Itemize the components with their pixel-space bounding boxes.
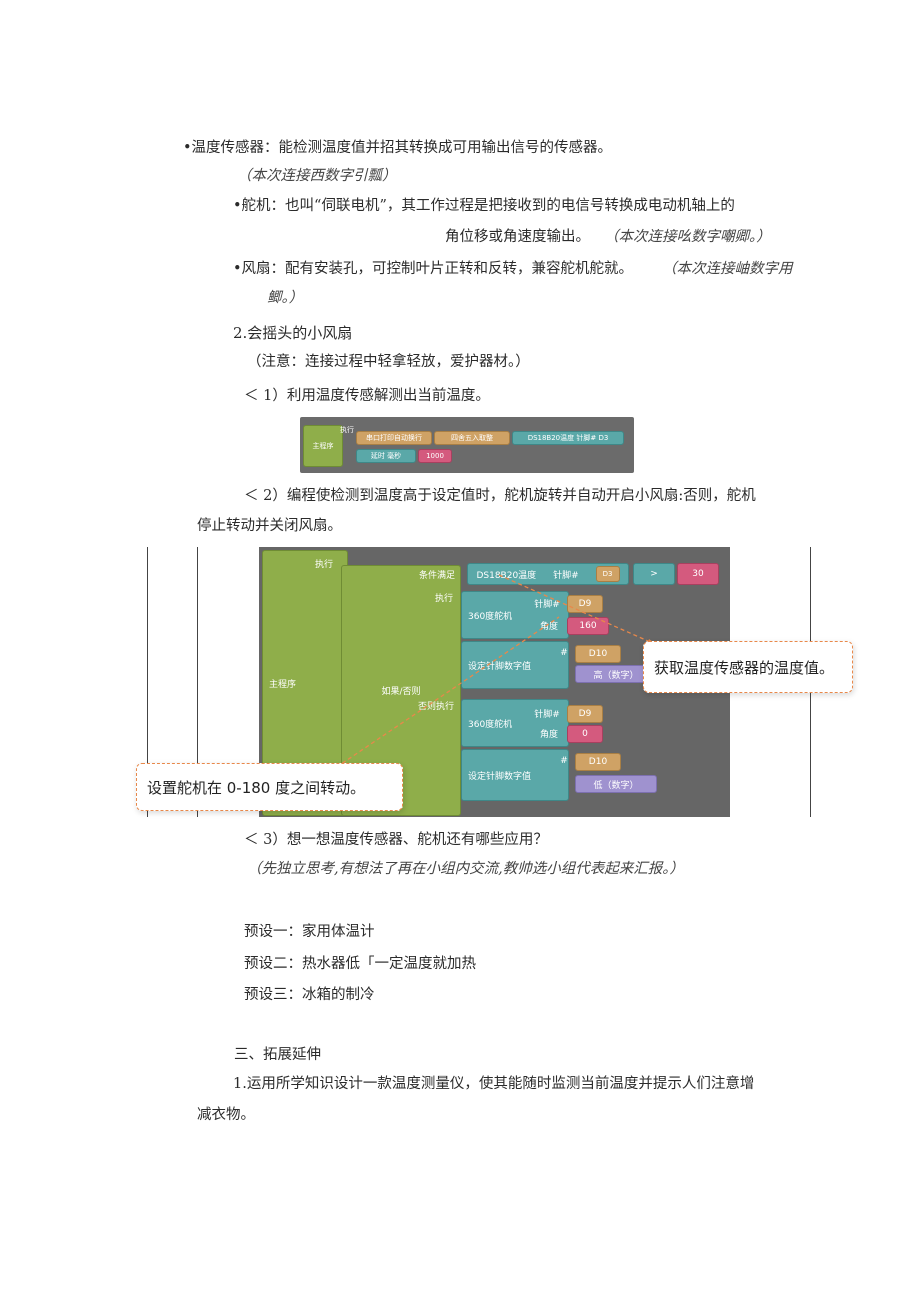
note-fan-cont: 鲫。） [267,290,304,306]
exec-label: 执行 [340,426,354,434]
arrow-line-left [318,616,560,780]
sensor-label: DS18B20温度 [476,570,537,581]
round-block: 四舍五入取整 [434,431,510,445]
arrow-line-right [498,574,658,646]
section-extension: 三、拓展延伸 [234,1047,321,1063]
preset-1: 预设一：家用体温计 [244,924,375,940]
servo1-block: 360度舵机 [461,591,569,639]
operator-block: > [633,563,675,585]
heading-swing-fan: 2.会摇头的小风扇 [233,324,353,342]
setpin2-pin: D10 [575,753,621,771]
extension-task-cont: 减衣物。 [197,1107,255,1123]
setpin1-label: 设定针脚数字值 [468,661,532,672]
preset-2: 预设二：热水器低「一定温度就加热 [244,956,476,972]
setpin1-hash: # [560,648,568,658]
setpin1-pin: D10 [575,645,621,663]
servo2-pin: D9 [567,705,603,723]
exec-label: 执行 [314,559,333,570]
callout-sensor-value: 获取温度传感器的温度值。 [643,641,853,693]
extension-task: 1.运用所学知识设计一款温度测量仪，使其能随时监测当前温度并提示人们注意增 [233,1076,755,1092]
preset-3: 预设三：冰箱的制冷 [244,987,375,1003]
callout-servo-text: 设置舵机在 0-180 度之间转动。 [147,778,366,797]
note-servo: （本次连接吆数字嘲卿。） [604,229,771,245]
condition-label: 条件满足 [418,570,455,581]
callout-servo-range: 设置舵机在 0-180 度之间转动。 [136,763,403,811]
note-temp-sensor: （本次连接西数字引瓢） [237,168,397,184]
delay-block: 延时 毫秒 [356,449,416,463]
callout-sensor-text: 获取温度传感器的温度值。 [654,658,835,677]
servo2-label: 360度舵机 [468,719,513,730]
step-2-cont: 停止转动并关闭风扇。 [197,518,342,534]
note-caution: （注意：连接过程中轻拿轻放，爱护器材。） [247,354,530,370]
text-fan: •风扇：配有安装孔，可控制叶片正转和反转，兼容舵机舵就。 [233,261,634,277]
note-fan: （本次连接岫数字用 [662,261,793,277]
servo2-block: 360度舵机 [461,699,569,747]
servo2-angle-label: 角度 [539,729,558,740]
left-border-line-2 [197,547,198,817]
sensor-block: DS18B20温度 针脚# D3 [467,563,629,585]
main-program-block: 主程序 [303,425,343,467]
servo1-pin-label: 针脚# [534,599,560,610]
step-1: ＜ 1）利用温度传感解测出当前温度。 [244,388,490,404]
step-3: ＜ 3）想一想温度传感器、舵机还有哪些应用？ [244,832,548,848]
serial-print-block: 串口打印自动换行 [356,431,432,445]
text-servo-cont: 角位移或角速度输出。 [445,229,590,245]
setpin2-block: 设定针脚数字值 [461,749,569,801]
pin-label: 针脚# [553,570,579,581]
sensor-block: DS18B20温度 针脚# D3 [512,431,624,445]
text-temp-sensor: •温度传感器：能检测温度值并招其转换成可用输出信号的传感器。 [183,140,613,156]
exec2-label: 执行 [434,593,453,604]
code-block-image-1: 主程序 执行 串口打印自动换行 四舍五入取整 DS18B20温度 针脚# D3 … [300,417,634,473]
main-label: 主程序 [312,442,334,450]
if-else-label: 如果/否则 [381,687,421,697]
step-2: ＜ 2）编程使检测到温度高于设定值时，舵机旋转并自动开启小风扇:否则，舵机 [244,488,756,504]
note-step-3: （先独立思考,有想法了再在小组内交流,教帅选小组代表起来汇报。） [247,861,684,877]
servo2-angle: 0 [567,725,603,743]
main-label: 主程序 [269,679,297,690]
else-label: 否则执行 [417,701,454,712]
setpin2-value: 低（数字） [575,775,657,793]
setpin1-block: 设定针脚数字值 [461,641,569,689]
servo1-angle-label: 角度 [539,621,558,632]
threshold-value: 30 [677,563,719,585]
left-border-line [147,547,148,817]
delay-value: 1000 [418,449,452,463]
sensor-pin: D3 [595,566,620,582]
setpin2-label: 设定针脚数字值 [468,771,532,782]
servo2-pin-label: 针脚# [534,709,560,720]
code-block-image-2: 主程序 执行 如果/否则 条件满足 DS18B20温度 针脚# D3 > 30 … [259,547,730,817]
setpin2-hash: # [560,756,568,766]
text-servo: •舵机：也叫“伺联电机”，其工作过程是把接收到的电信号转换成电动机轴上的 [233,198,735,214]
servo1-label: 360度舵机 [468,611,513,622]
servo1-angle: 160 [567,617,609,635]
